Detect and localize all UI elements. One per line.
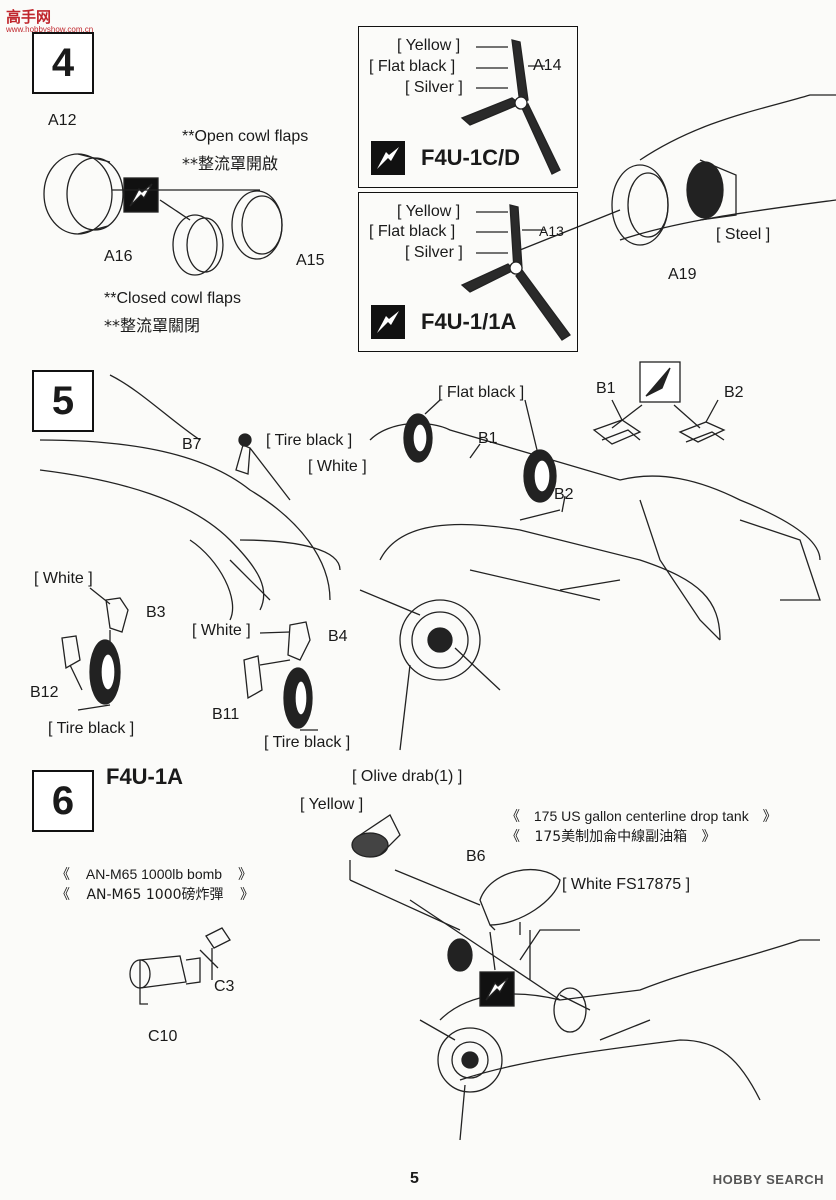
bomb-shackle-c3 xyxy=(199,927,231,980)
part-b1-label: B1 xyxy=(478,430,498,447)
bracket-open: 《 xyxy=(506,829,520,845)
cement-symbol-step4 xyxy=(123,177,159,213)
engine-a19 xyxy=(686,161,724,219)
logo-text: 高手网 xyxy=(6,9,52,26)
bomb-en-text: AN-M65 1000lb bomb xyxy=(85,866,223,882)
part-a14-label: A14 xyxy=(533,57,562,74)
part-c10-label: C10 xyxy=(148,1028,178,1045)
drop-tank-en-text: 175 US gallon centerline drop tank xyxy=(533,808,749,824)
step-4-number: 4 xyxy=(32,32,94,94)
step-5-number: 5 xyxy=(32,370,94,432)
closed-cowl-en: **Closed cowl flaps xyxy=(104,290,241,307)
white-top-label: [ White ] xyxy=(308,458,367,475)
white-fs-label: [ White FS17875 ] xyxy=(562,876,691,893)
bracket-close: 》 xyxy=(237,866,252,882)
olive-drab-label: [ Olive drab(1) ] xyxy=(352,768,463,785)
propeller-a13 xyxy=(460,204,571,341)
step-6-number: 6 xyxy=(32,770,94,832)
silver-label: [ Silver ] xyxy=(405,79,463,96)
flat-black-label: [ Flat black ] xyxy=(438,384,525,401)
steel-label: [ Steel ] xyxy=(716,226,771,243)
yellow-label: [ Yellow ] xyxy=(397,203,461,220)
part-b2-label: B2 xyxy=(554,486,574,503)
prop-panel-f4u-1-1a: [ Yellow ] [ Flat black ] [ Silver ] A13… xyxy=(358,192,578,352)
flat-black-label: [ Flat black ] xyxy=(369,223,456,240)
tire-black-mid-label: [ Tire black ] xyxy=(264,734,351,751)
logo-url: www.hobbyshow.com.cn xyxy=(6,25,94,34)
part-b6-label: B6 xyxy=(466,848,486,865)
hobby-search-brand: HOBBY SEARCH xyxy=(712,1172,824,1187)
drop-tank-b6 xyxy=(479,868,561,935)
variant-f4u-1cd: F4U-1C/D xyxy=(421,145,521,170)
variant-f4u-1a: F4U-1A xyxy=(106,764,184,789)
airplane-underside-step5 xyxy=(359,422,821,751)
fuselage-nose-step4 xyxy=(611,94,836,246)
part-a19-label: A19 xyxy=(668,266,697,283)
cement-icon xyxy=(371,305,405,339)
bracket-close: 》 xyxy=(701,829,716,845)
bomb-zh: 《 AN-M65 1000磅炸彈 》 xyxy=(56,884,254,904)
cowl-ring-a12 xyxy=(43,153,124,235)
drop-tank-zh: 《 175美制加侖中線副油箱 》 xyxy=(506,826,806,846)
propeller-a14 xyxy=(460,39,561,175)
main-wheels-step5 xyxy=(403,399,566,513)
part-a16-label: A16 xyxy=(104,248,133,265)
part-b2-top-label: B2 xyxy=(724,384,744,401)
main-gear-mid xyxy=(243,621,318,731)
part-b7-label: B7 xyxy=(182,436,202,453)
open-cowl-en: **Open cowl flaps xyxy=(182,128,309,145)
bracket-close: 》 xyxy=(762,808,777,824)
hobbyshow-logo: 高手网 www.hobbyshow.com.cn xyxy=(6,6,93,34)
silver-label: [ Silver ] xyxy=(405,244,463,261)
part-b1-top-label: B1 xyxy=(596,380,616,397)
tailwheel-strut-b7 xyxy=(235,433,291,501)
part-b12-label: B12 xyxy=(30,684,59,701)
cement-symbol-step6 xyxy=(479,971,515,1007)
bomb-c10 xyxy=(129,955,201,1005)
cement-icon xyxy=(371,141,405,175)
part-a12-label: A12 xyxy=(48,112,77,129)
airplane-underside-step6 xyxy=(419,929,820,1141)
gear-doors-b1-b2 xyxy=(592,361,726,445)
page-number: 5 xyxy=(410,1170,419,1187)
variant-f4u-1-1a: F4U-1/1A xyxy=(421,309,517,334)
part-a13-label: A13 xyxy=(539,223,564,239)
main-gear-left xyxy=(61,587,129,711)
part-b3-label: B3 xyxy=(146,604,166,621)
part-c3-label: C3 xyxy=(214,978,235,995)
open-cowl-zh: **整流罩開啟 xyxy=(182,154,279,173)
bracket-close: 》 xyxy=(239,887,254,903)
yellow-label: [ Yellow ] xyxy=(397,37,461,54)
tail-fuselage-step5 xyxy=(39,374,341,621)
tire-black-left-label: [ Tire black ] xyxy=(48,720,135,737)
prop-panel-f4u-1cd: [ Yellow ] [ Flat black ] [ Silver ] A14… xyxy=(358,26,578,188)
drop-tank-en: 《 175 US gallon centerline drop tank 》 xyxy=(506,806,816,826)
cowl-ring-a15 xyxy=(231,190,283,260)
cowl-ring-a16 xyxy=(172,214,224,276)
bomb-zh-text: AN-M65 1000磅炸彈 xyxy=(86,887,224,903)
drop-tank-zh-text: 175美制加侖中線副油箱 xyxy=(534,829,688,845)
tire-black-top-label: [ Tire black ] xyxy=(266,432,353,449)
yellow-label: [ Yellow ] xyxy=(300,796,364,813)
tank-fitting-olive xyxy=(349,814,481,931)
white-mid-label: [ White ] xyxy=(192,622,251,639)
white-left-label: [ White ] xyxy=(34,570,93,587)
bracket-open: 《 xyxy=(56,866,70,882)
bracket-open: 《 xyxy=(56,887,70,903)
flat-black-label: [ Flat black ] xyxy=(369,58,456,75)
bomb-en: 《 AN-M65 1000lb bomb 》 xyxy=(56,864,252,884)
closed-cowl-zh: **整流罩關閉 xyxy=(104,316,201,335)
part-a15-label: A15 xyxy=(296,252,325,269)
bracket-open: 《 xyxy=(506,808,520,824)
part-b4-label: B4 xyxy=(328,628,348,645)
part-b11-label: B11 xyxy=(212,706,240,723)
